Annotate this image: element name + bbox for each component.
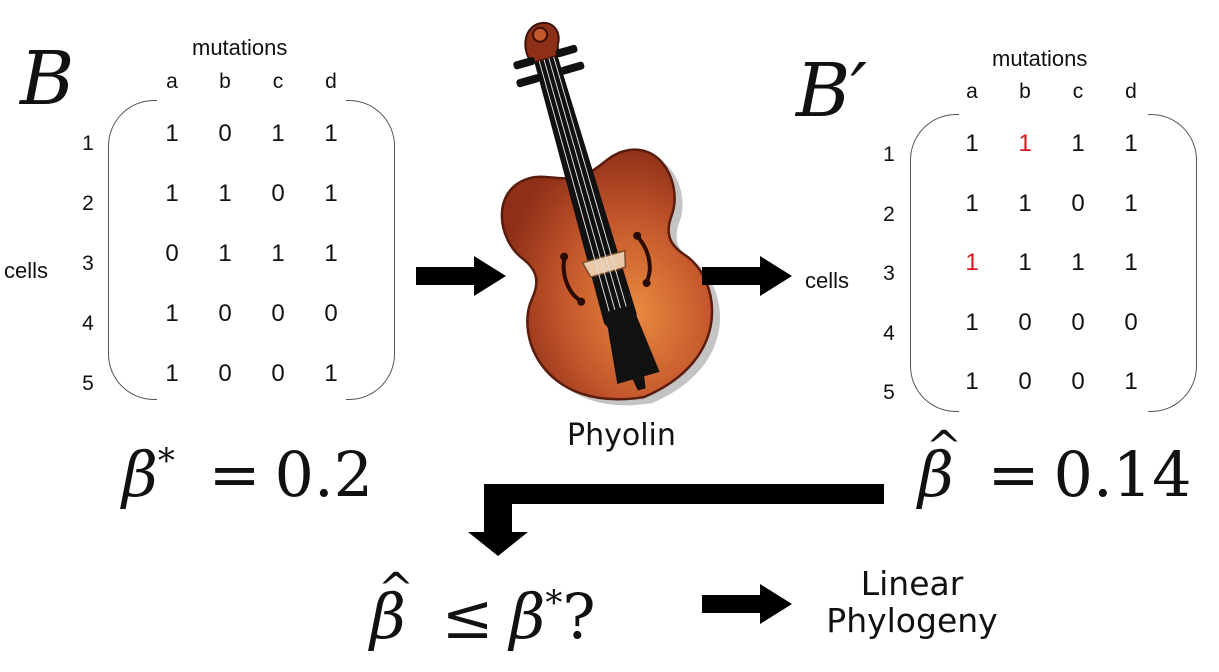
matrix-cell: 1 [965,189,979,217]
column-header: c [1072,80,1084,103]
matrix-cell: 1 [165,180,179,207]
matrix-cell: 0 [324,300,338,327]
violin-icon [500,21,720,406]
matrix-cell: 0 [1018,308,1032,336]
matrix-cell: 0 [1071,189,1085,217]
matrix-cell: 1 [1124,368,1138,395]
beta-hat-value: 0.14 [1053,438,1192,511]
column-header: c [272,70,284,93]
matrix-cell: 1 [324,240,338,267]
matrix-cell: 0 [271,180,285,207]
beta-symbol: β [509,580,546,653]
beta-hat-symbol: β [370,580,406,653]
equals-sign: = [987,438,1040,511]
leq-sign: ≤ [441,580,494,653]
matrix-cell: 1 [1018,130,1032,157]
matrix-cell: 0 [218,360,232,387]
matrix-cell: 0 [218,300,232,327]
matrix-cell: 1 [165,300,179,327]
left-mutations-label: mutations [192,35,288,60]
right-mutations-label: mutations [992,46,1088,71]
row-header: 3 [883,262,895,285]
column-header: a [966,80,978,103]
row-header: 3 [82,252,94,275]
result-label: Linear Phylogeny [822,564,1002,640]
beta-symbol: β [122,438,158,511]
matrix-cell: 0 [271,300,285,327]
matrix-cell: 1 [324,120,338,147]
row-header: 1 [82,132,94,155]
matrix-cell: 1 [218,180,232,207]
matrix-cell: 1 [271,240,285,267]
result-line1: Linear [860,564,964,603]
matrix-cell: 1 [1018,189,1032,217]
matrix-cell: 1 [1124,189,1138,217]
matrix-cell: 0 [218,120,232,147]
matrix-cell: 1 [1071,249,1085,276]
column-header: d [325,70,337,93]
row-header: 5 [883,381,895,404]
matrix-cell: 1 [324,180,338,207]
row-header: 2 [883,202,895,226]
row-header: 4 [82,312,94,335]
matrix-cell: 1 [965,368,979,395]
beta-star-equation: β* =0.2 [122,444,373,506]
star-superscript: * [157,441,175,481]
matrix-cell: 0 [1124,308,1138,336]
beta-hat-equation: ^β =0.14 [918,421,1192,511]
star-superscript: * [545,583,563,623]
row-header: 1 [883,143,895,166]
row-header: 4 [883,321,895,345]
equals-sign: = [208,438,261,511]
beta-star-value: 0.2 [274,438,374,511]
row-header: 5 [82,372,94,395]
matrix-cell: 1 [324,360,338,387]
matrix-b-symbol: B [20,36,75,122]
left-matrix-bracket-close [346,100,395,400]
result-line2: Phylogeny [826,600,998,640]
matrix-cell: 1 [1071,130,1085,157]
matrix-cell: 1 [965,130,979,157]
matrix-cell: 1 [1124,130,1138,157]
arrow-to-result-icon [702,584,792,624]
arrow-out-of-phyolin-icon [702,256,792,296]
right-cells-label: cells [805,268,850,293]
column-header: b [219,70,231,93]
column-header: a [166,70,178,93]
matrix-cell: 1 [165,360,179,387]
matrix-cell: 0 [165,240,179,267]
right-matrix-bracket-close [1148,114,1197,412]
left-cells-label: cells [4,258,49,283]
elbow-arrow-icon [468,484,884,556]
right-matrix-bracket-open [910,114,959,412]
arrow-into-phyolin-icon [416,256,506,296]
matrix-b-prime-symbol: B′ [796,48,868,134]
column-header: d [1125,80,1137,103]
comparison-question: ^β ≤β*? [370,563,596,653]
question-mark: ? [562,580,596,653]
left-matrix-bracket-open [108,100,157,400]
column-header: b [1019,80,1031,103]
beta-hat-symbol: β [918,438,954,511]
matrix-cell: 1 [165,120,179,147]
matrix-cell: 0 [1071,368,1085,395]
matrix-cell: 1 [965,308,979,336]
matrix-cell: 0 [271,360,285,387]
matrix-cell: 1 [965,249,979,276]
matrix-cell: 1 [1018,249,1032,276]
row-header: 2 [82,192,94,215]
matrix-cell: 0 [1071,308,1085,336]
tool-name-label: Phyolin [567,418,676,453]
matrix-cell: 1 [1124,249,1138,276]
matrix-cell: 1 [218,240,232,267]
matrix-cell: 1 [271,120,285,147]
matrix-cell: 0 [1018,368,1032,395]
